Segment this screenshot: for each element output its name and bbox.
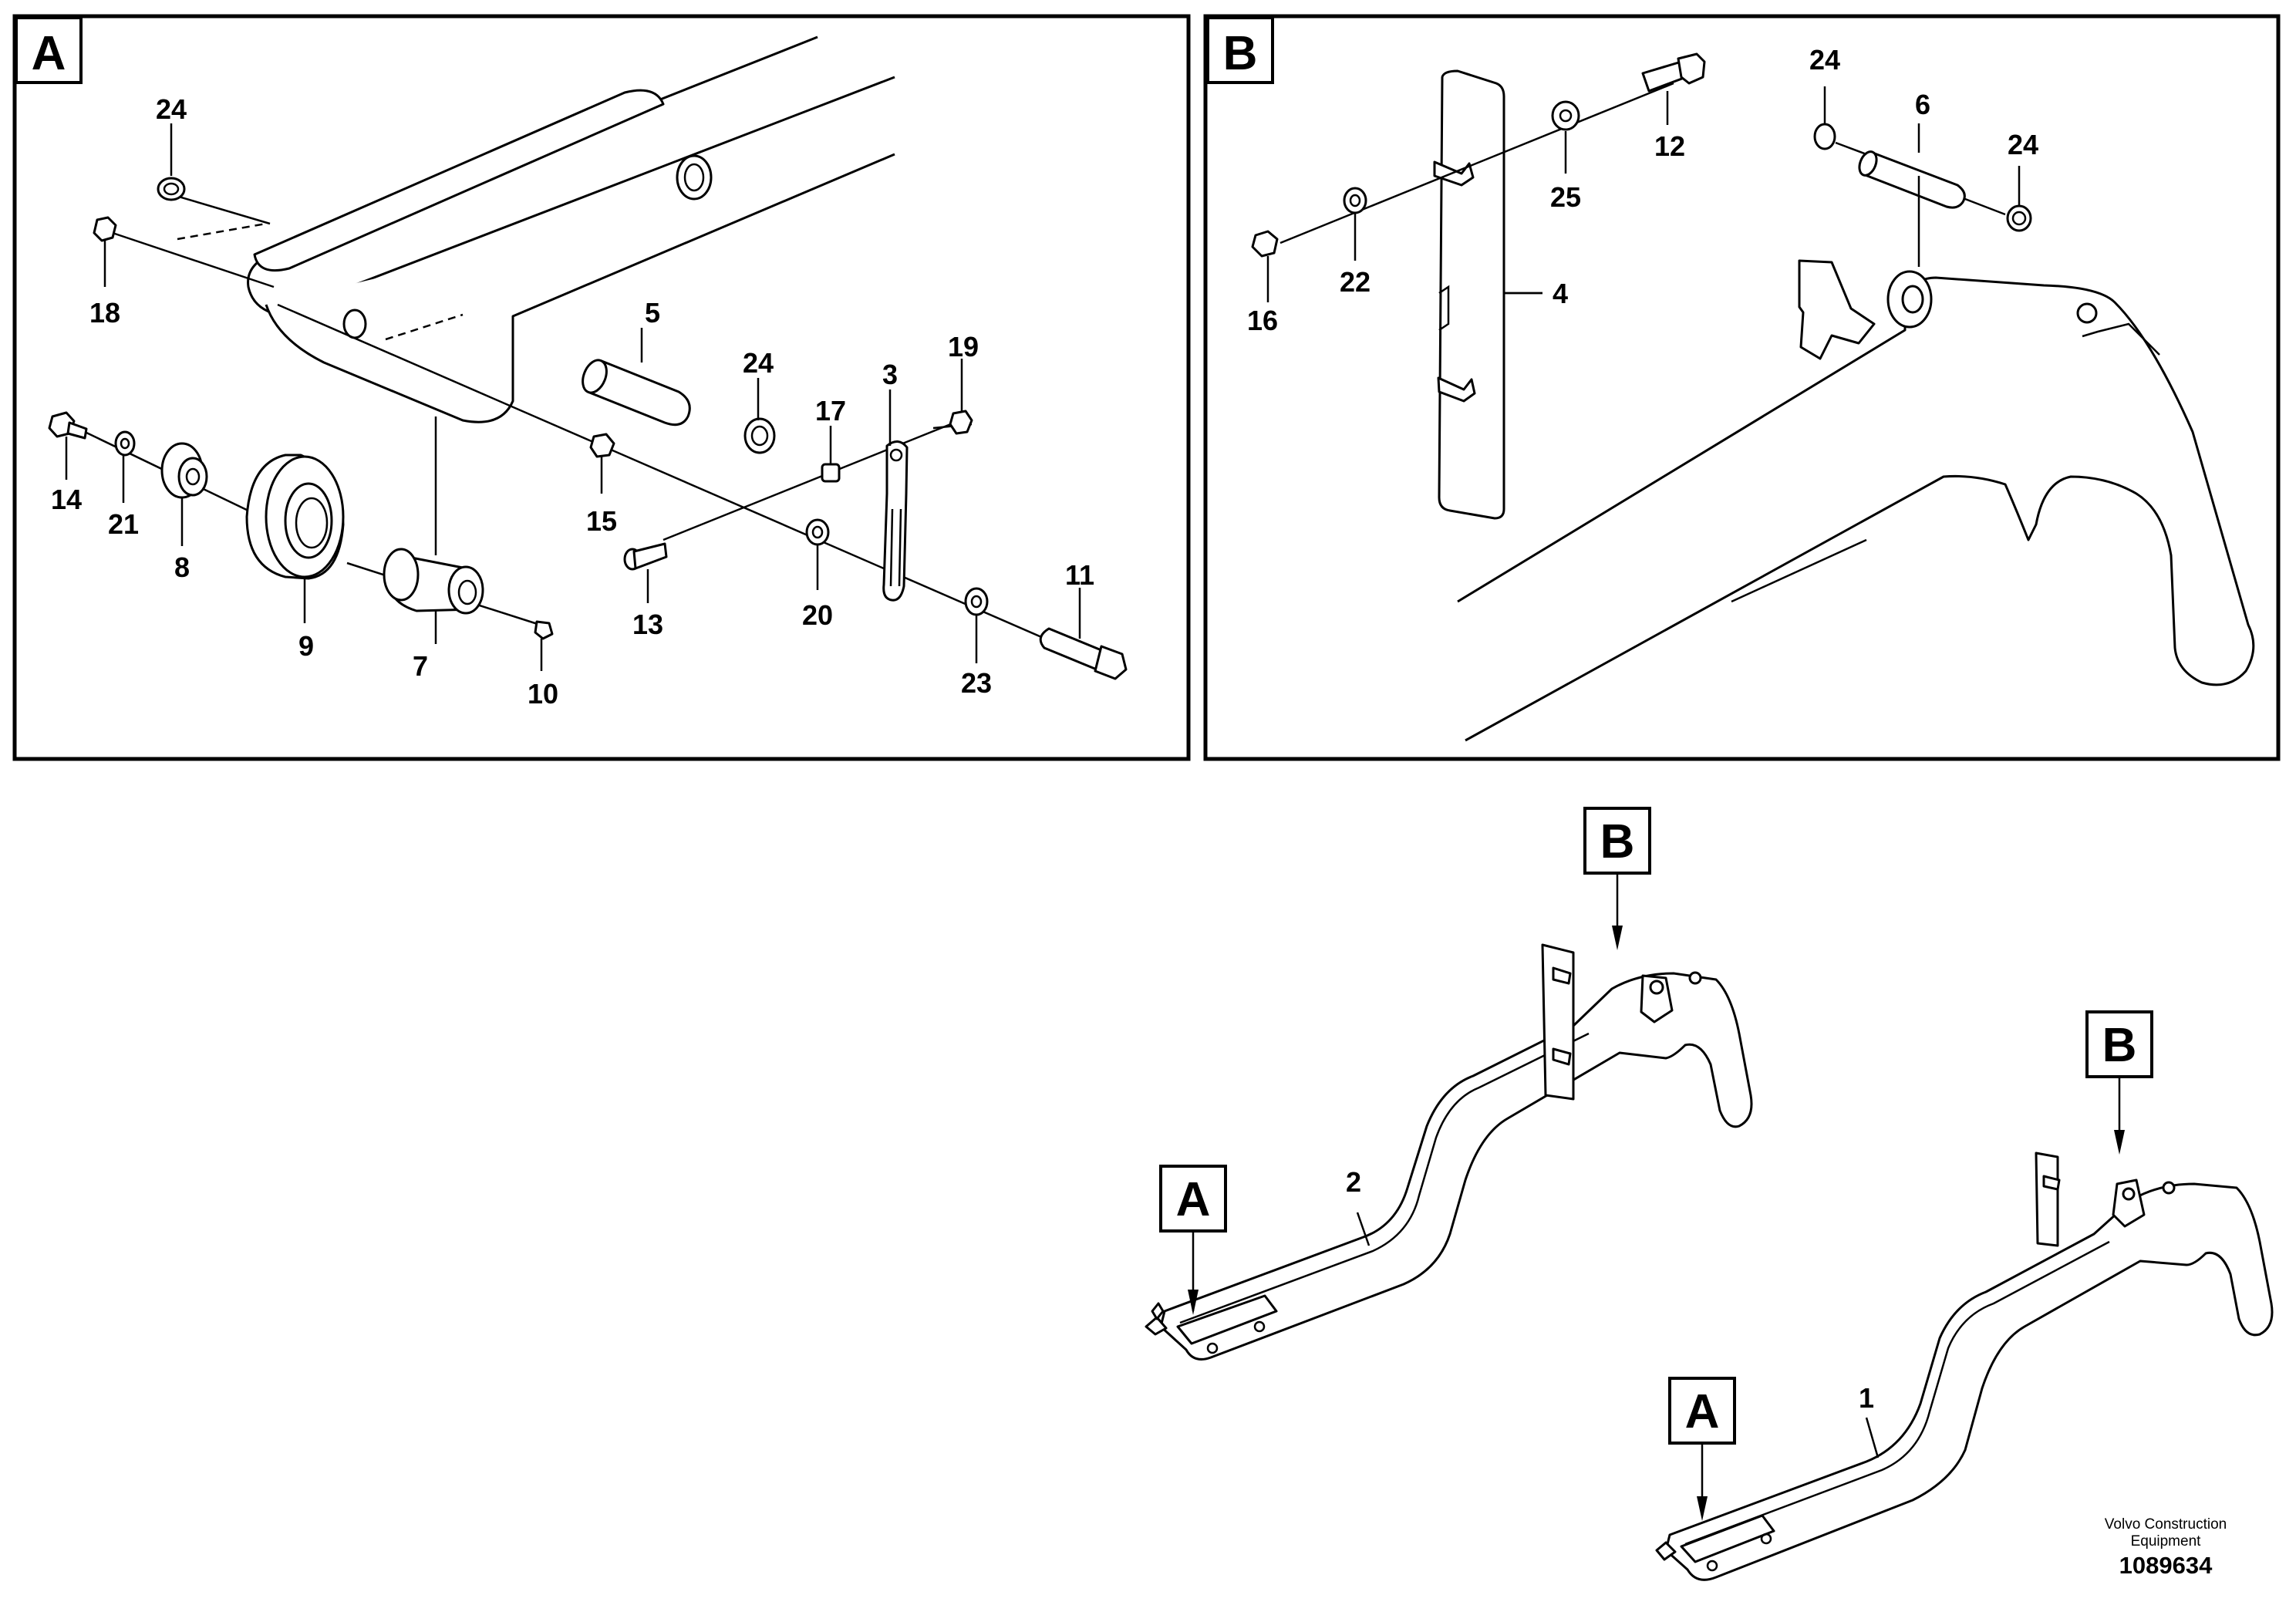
part-label: 21: [108, 508, 139, 540]
part-label: 14: [51, 484, 82, 515]
part-label: 19: [948, 331, 979, 363]
part-label: 3: [882, 359, 898, 390]
callout-label: B: [1600, 815, 1635, 868]
panel-a: A: [12, 14, 1191, 761]
drawing-number: 1089634: [2119, 1552, 2213, 1579]
panel-a-arm: [177, 35, 895, 423]
part-label: 15: [586, 505, 617, 537]
company-line-2: Equipment: [2131, 1533, 2202, 1549]
part-label: 20: [802, 599, 833, 631]
part-label: 23: [961, 667, 992, 699]
pin-6: [1858, 150, 1966, 209]
part-label: 22: [1340, 266, 1371, 298]
grease-nipple-10: [534, 620, 554, 640]
callout-a-assembly-2: A: [1159, 1165, 1227, 1315]
spacer-17: [821, 463, 841, 483]
part-label: 18: [89, 297, 120, 329]
panel-b-tag: B: [1223, 27, 1258, 80]
callout-label: A: [1685, 1385, 1720, 1438]
part-label: 7: [413, 650, 428, 682]
panel-a-tag-box: [15, 16, 83, 84]
bolt-11: [1039, 627, 1128, 680]
panel-b-arm: [1457, 259, 2255, 742]
washer-22: [1343, 187, 1367, 214]
part-label: 24: [1809, 44, 1840, 76]
part-label: 13: [632, 609, 663, 640]
nut-16: [1251, 230, 1279, 258]
part-label: 4: [1553, 278, 1568, 309]
part-label: 6: [1915, 89, 1930, 120]
part-label: 16: [1247, 305, 1278, 336]
flange-8: [160, 442, 208, 499]
washer-20: [805, 518, 830, 546]
part-label: 11: [1065, 559, 1094, 591]
part-label: 17: [815, 395, 846, 427]
bar-4: [1433, 69, 1505, 520]
washer-25: [1551, 100, 1580, 131]
bushing-7: [383, 548, 484, 615]
callout-a-assembly-1: A: [1668, 1377, 1736, 1521]
callout-b-assembly-2: B: [1583, 807, 1651, 950]
bolt-14: [48, 411, 88, 440]
part-label: 24: [743, 347, 774, 379]
circlip-24-b-right: [2006, 204, 2032, 232]
nut-18: [93, 216, 117, 242]
nut-15: [589, 433, 615, 458]
washer-21: [114, 430, 136, 457]
part-label: 24: [2008, 129, 2038, 160]
bolt-12: [1641, 52, 1706, 93]
callout-b-assembly-1: B: [2085, 1010, 2153, 1155]
part-label: 8: [174, 551, 190, 583]
pin-5: [582, 359, 691, 427]
part-label: 24: [156, 93, 187, 125]
circlip-24-top-left: [157, 177, 186, 201]
footer: Volvo Construction Equipment 1089634: [2105, 1516, 2227, 1579]
part-label: 5: [645, 297, 660, 329]
nut-19: [949, 410, 973, 435]
panel-b: B: [1203, 14, 2281, 761]
part-label: 12: [1654, 130, 1685, 162]
roller-9: [245, 454, 345, 580]
circlip-24-middle: [743, 417, 776, 454]
assembly-1: [1655, 1152, 2274, 1581]
part-label: 25: [1550, 181, 1581, 213]
part-label: 1: [1859, 1382, 1874, 1414]
panel-b-tag-box: [1206, 16, 1274, 84]
company-line-1: Volvo Construction: [2105, 1516, 2227, 1533]
link-plate-3: [882, 440, 909, 602]
part-label: 9: [298, 630, 314, 662]
callout-label: A: [1176, 1173, 1211, 1226]
part-label: 2: [1346, 1166, 1361, 1198]
washer-23: [964, 587, 989, 616]
circlip-24-b-left: [1813, 123, 1836, 150]
bolt-13: [623, 542, 668, 571]
callout-label: B: [2102, 1019, 2137, 1072]
panel-a-tag: A: [32, 27, 66, 80]
assembly-2: [1145, 943, 1753, 1361]
part-label: 10: [528, 678, 558, 710]
